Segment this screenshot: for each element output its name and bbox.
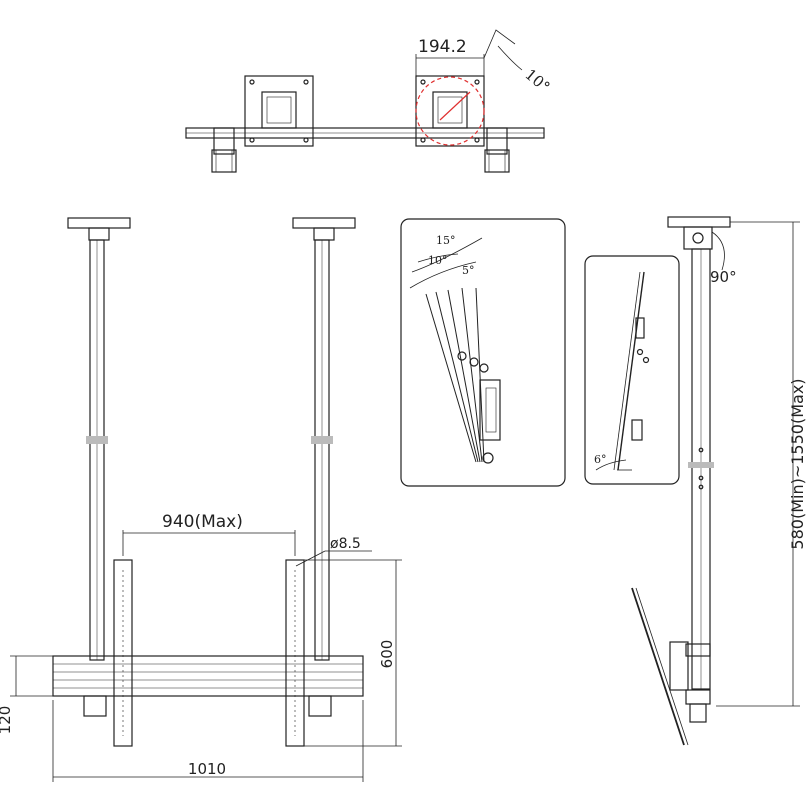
dimension-1010: 1010	[188, 760, 226, 778]
tilt-angle-15: 15°	[436, 234, 456, 247]
tilt-angle-5: 5°	[462, 264, 475, 277]
rotation-highlight-circle	[415, 76, 485, 146]
dimension-194-2: 194.2	[418, 37, 467, 57]
front-view	[10, 217, 402, 782]
side-tilt-detail-panel	[584, 255, 680, 485]
dimension-hole-8-5: ø8.5	[330, 536, 361, 552]
tilted-tv-plate	[631, 587, 685, 746]
dimension-120: 120	[0, 706, 14, 735]
left-mount-plate	[244, 75, 314, 147]
tilt-angle-10: 10°	[428, 254, 448, 267]
dimension-600: 600	[378, 640, 396, 669]
tilt-detail-panel	[400, 218, 566, 487]
dimension-angle-10: 10°	[521, 65, 553, 96]
side-angle-6: 6°	[594, 453, 607, 466]
side-view	[631, 216, 800, 746]
dimension-height-range: 580(Min)~1550(Max)	[788, 378, 807, 549]
rotation-angle-90: 90°	[710, 268, 737, 286]
top-view	[185, 29, 545, 173]
dimension-940-max: 940(Max)	[162, 512, 243, 532]
left-vesa-arm	[113, 559, 133, 747]
right-vesa-arm	[285, 559, 305, 747]
horizontal-rail	[52, 655, 364, 697]
